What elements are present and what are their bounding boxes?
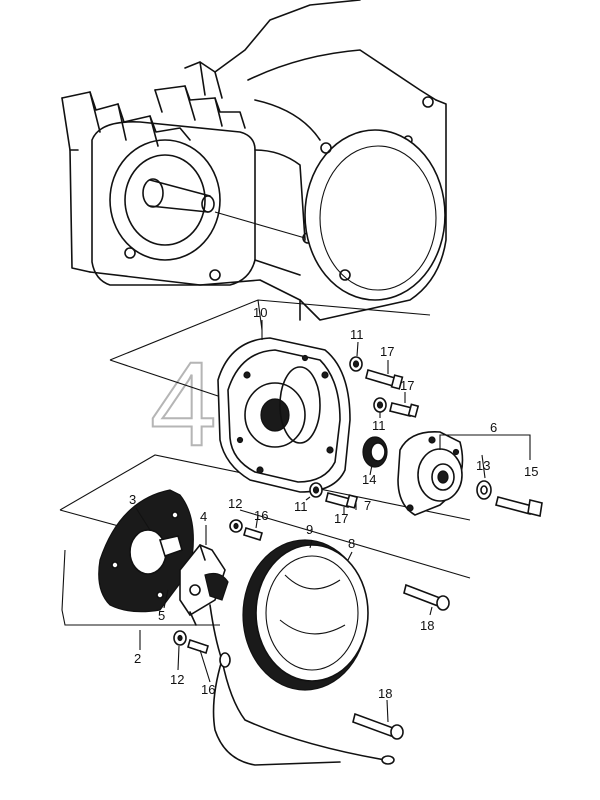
part-lead-wire <box>209 604 395 766</box>
assembly-outline <box>59 211 471 626</box>
callout-5: 5 <box>158 608 165 623</box>
engine-crankcase <box>61 0 447 321</box>
part-washer-11-mid <box>373 397 387 413</box>
callout-11-mid: 11 <box>372 418 386 433</box>
part-washer-13 <box>476 480 492 500</box>
part-screw-16-b <box>187 638 209 655</box>
part-screw-17-c <box>325 492 359 509</box>
callout-18-low: 18 <box>378 686 392 701</box>
part-cover <box>242 539 369 691</box>
watermark-big: 4 <box>150 337 217 471</box>
part-screw-18-b <box>352 712 404 740</box>
callout-6: 6 <box>490 420 497 435</box>
callout-7: 7 <box>364 498 371 513</box>
leader-lines <box>135 320 531 723</box>
callout-2: 2 <box>134 651 141 666</box>
callout-4: 4 <box>200 509 207 524</box>
callout-17-low: 17 <box>334 511 348 526</box>
callout-12-low: 12 <box>170 672 184 687</box>
part-screw-16-a <box>243 526 263 542</box>
part-screw-17-a <box>365 368 404 390</box>
part-breaker-plate <box>98 489 194 613</box>
part-cam-housing <box>397 431 464 516</box>
callout-11-low: 11 <box>294 499 308 514</box>
callout-3: 3 <box>129 492 136 507</box>
part-bearing <box>362 436 388 468</box>
callout-17-top: 17 <box>380 344 394 359</box>
callout-16-top: 16 <box>254 508 268 523</box>
part-stator-plate <box>217 337 351 493</box>
part-washer-11-low <box>309 482 323 498</box>
callout-10: 10 <box>253 305 267 320</box>
callout-8: 8 <box>348 536 355 551</box>
callout-labels: 10 11 17 17 11 6 13 15 14 7 11 17 3 4 12… <box>129 305 538 701</box>
callout-18-mid: 18 <box>420 618 434 633</box>
part-screw-18-a <box>403 583 450 611</box>
callout-11-top: 11 <box>350 327 364 342</box>
callout-15: 15 <box>524 464 538 479</box>
part-washer-11-top <box>349 356 363 372</box>
callout-16-low: 16 <box>201 682 215 697</box>
callout-12-top: 12 <box>228 496 242 511</box>
part-washer-12-a <box>229 519 243 533</box>
callout-13: 13 <box>476 458 490 473</box>
callout-14: 14 <box>362 472 376 487</box>
part-washer-12-b <box>173 630 187 646</box>
part-bolt-15 <box>495 496 543 517</box>
part-contact-breaker <box>179 544 229 626</box>
callout-17-mid: 17 <box>400 378 414 393</box>
callout-9: 9 <box>306 522 313 537</box>
part-screw-17-b <box>389 402 420 418</box>
